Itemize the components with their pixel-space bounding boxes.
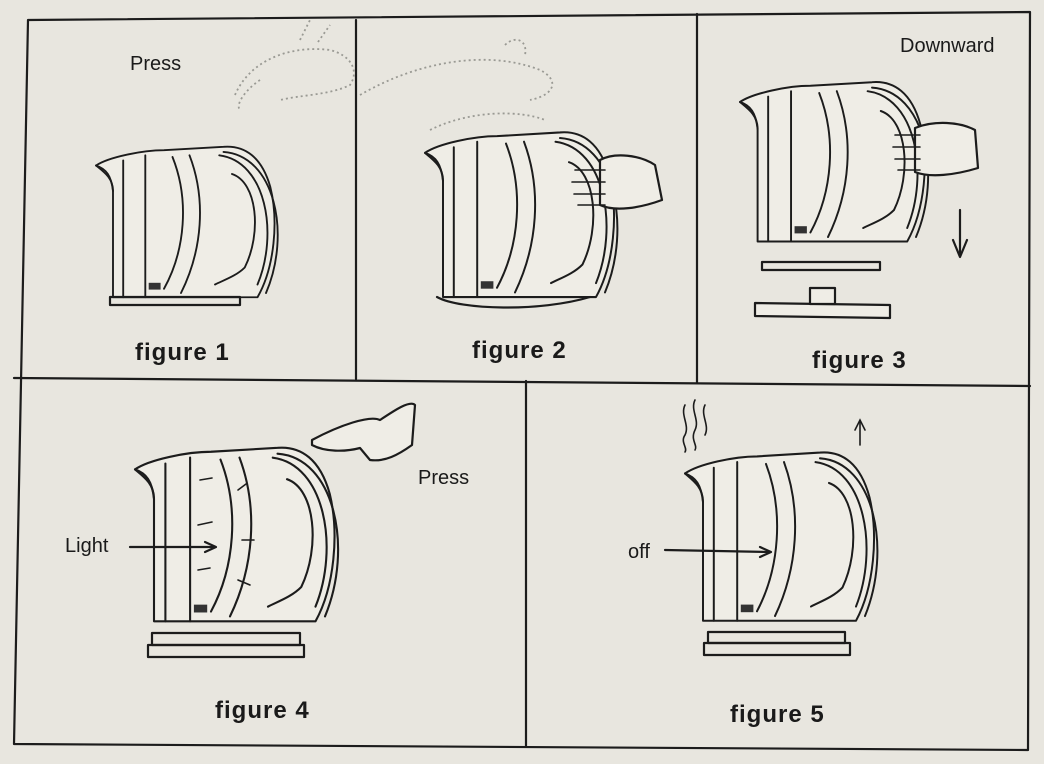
panel-figure-5: off figure 5 xyxy=(628,399,879,728)
ghost-hand-icon xyxy=(234,19,355,111)
panel-figure-3: Downward figure 3 xyxy=(739,35,994,374)
up-arrow-icon xyxy=(854,418,866,446)
kettle-base xyxy=(702,630,852,657)
downward-label: Downward xyxy=(900,35,994,57)
ghost-motion-icon xyxy=(359,38,554,131)
kettle-base xyxy=(146,631,306,659)
steam-icon xyxy=(682,399,708,453)
pointing-hand-icon xyxy=(310,402,417,462)
panel-figure-2: figure 2 xyxy=(359,38,664,364)
figure-1-caption: figure 1 xyxy=(135,339,230,366)
down-arrow-icon xyxy=(951,208,969,259)
hand-grip-icon xyxy=(571,154,664,210)
press-label: Press xyxy=(130,53,181,75)
light-label: Light xyxy=(65,535,109,557)
light-rays-icon xyxy=(197,477,255,586)
figure-3-caption: figure 3 xyxy=(812,347,907,374)
off-label: off xyxy=(628,541,650,563)
diagram-frame xyxy=(12,10,1032,752)
figure-4-caption: figure 4 xyxy=(215,697,310,724)
figure-5-caption: figure 5 xyxy=(730,701,825,728)
figure-2-caption: figure 2 xyxy=(472,337,567,364)
panel-figure-1: Press figure 1 xyxy=(95,19,355,366)
kettle-base xyxy=(753,286,892,320)
hand-grip-icon xyxy=(892,121,980,177)
press-label: Press xyxy=(418,467,469,489)
panel-figure-4: Press Light figure 4 xyxy=(65,402,469,724)
